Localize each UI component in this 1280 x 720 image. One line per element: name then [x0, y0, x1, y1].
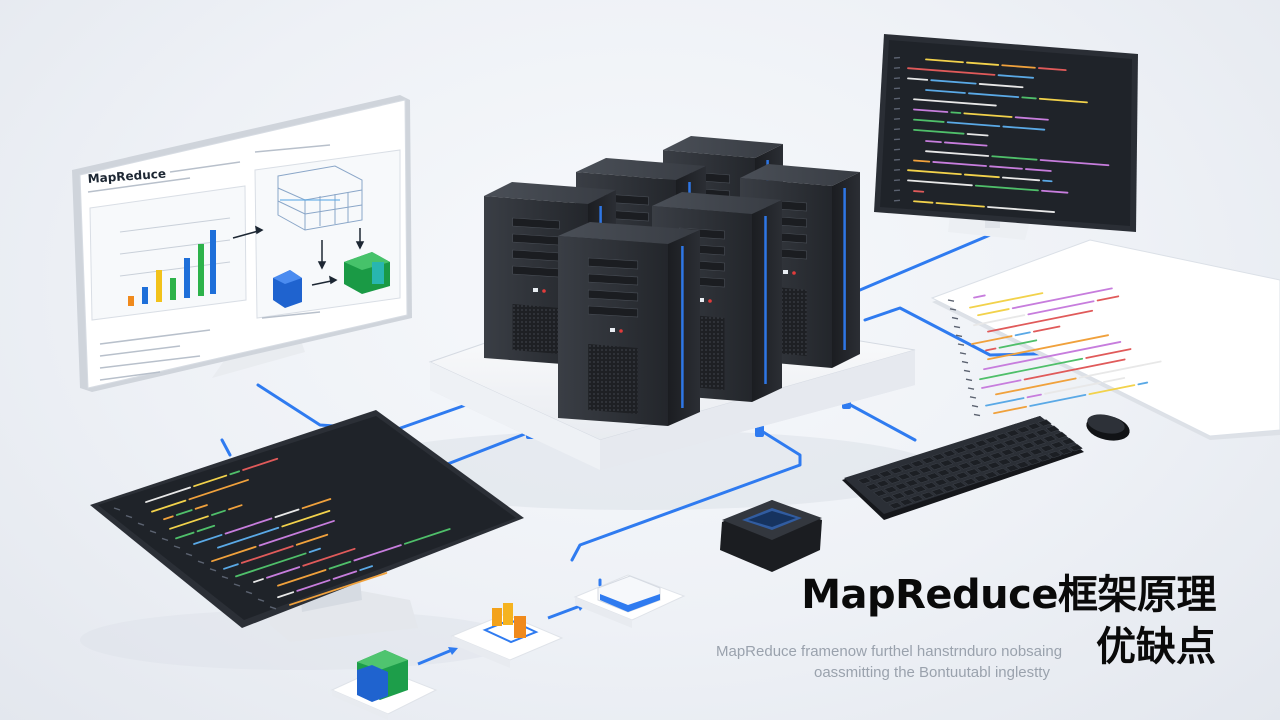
code-lines	[947, 287, 1162, 417]
pipeline	[330, 574, 686, 720]
page-title: MapReduce框架原理	[801, 572, 1216, 618]
code-lines	[893, 56, 1110, 213]
caption-text: MapReduce framenow furthel hanstrnduro n…	[716, 641, 1096, 683]
keyboard	[842, 416, 1084, 520]
left-monitor-bar-chart	[128, 230, 216, 306]
hub-device	[720, 500, 822, 572]
left-monitor-heading: MapReduce	[87, 167, 166, 186]
caption-line-1: MapReduce framenow furthel hanstrnduro n…	[716, 643, 1063, 660]
page-subtitle: 优缺点	[1096, 624, 1216, 670]
left-monitor: MapReduce	[72, 95, 412, 392]
server-tower	[558, 222, 700, 426]
server-cluster	[484, 136, 860, 426]
left-monitor-cubes	[273, 252, 390, 308]
code-lines	[113, 457, 451, 610]
caption-line-2: oassmitting the Bontuutabl inglestty	[814, 664, 1050, 681]
code-document-sheet	[930, 239, 1280, 440]
mouse	[1086, 414, 1130, 441]
